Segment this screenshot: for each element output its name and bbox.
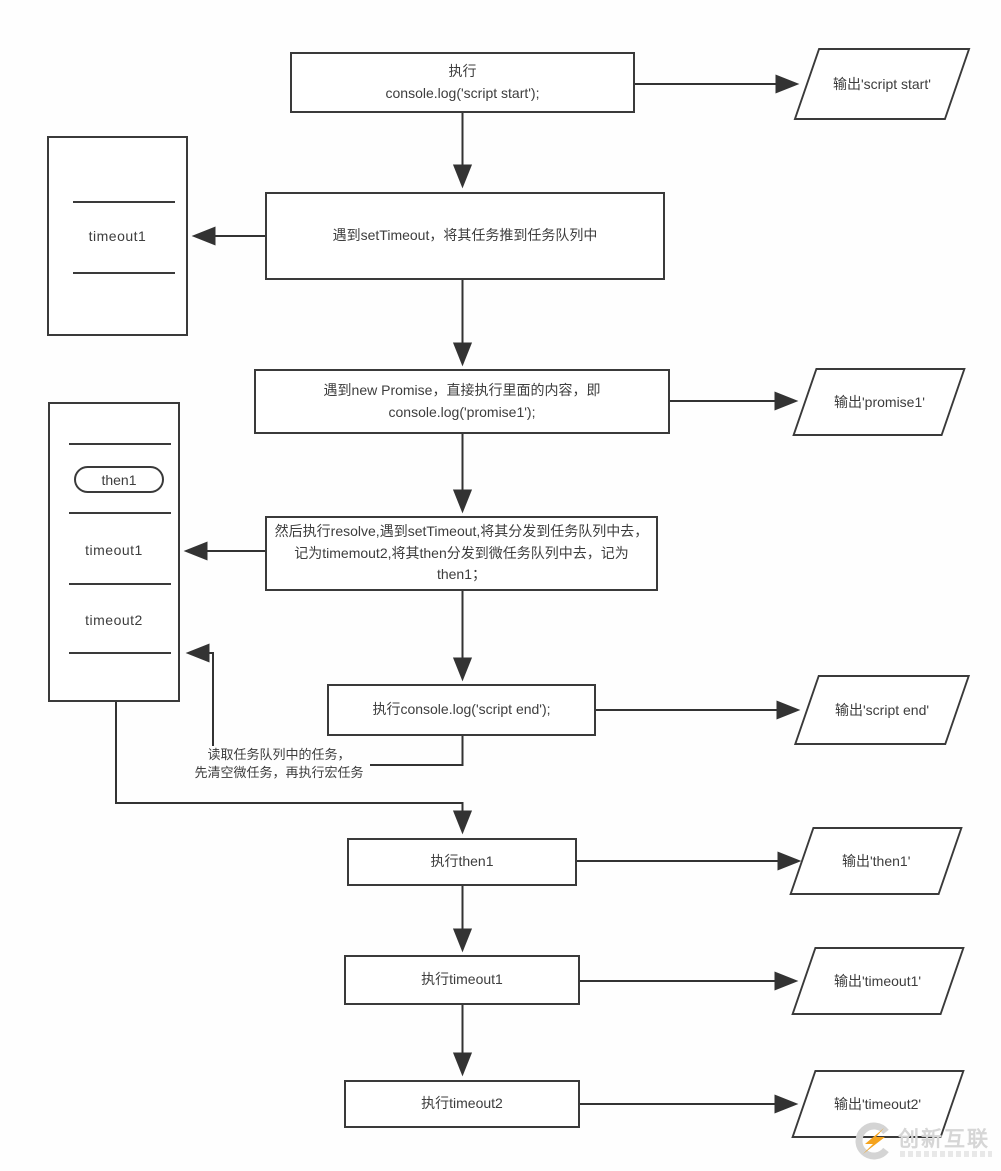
node-exec-script-end-label: 执行console.log('script end'); bbox=[372, 701, 551, 718]
output-script-end: 输出'script end' bbox=[793, 675, 971, 745]
task-queue-2: then1 timeout1 timeout2 bbox=[48, 402, 180, 702]
output-timeout1-label: 输出'timeout1' bbox=[834, 973, 922, 989]
node-exec-timeout2: 执行timeout2 bbox=[344, 1080, 580, 1128]
output-then1-label: 输出'then1' bbox=[841, 853, 911, 869]
queue-divider bbox=[69, 652, 171, 654]
queue-divider bbox=[69, 583, 171, 585]
queue-divider bbox=[73, 272, 175, 274]
output-script-start-label: 输出'script start' bbox=[833, 76, 931, 92]
output-then1: 输出'then1' bbox=[789, 827, 963, 895]
queue-divider bbox=[69, 512, 171, 514]
node-exec-timeout1-label: 执行timeout1 bbox=[421, 971, 503, 988]
queue2-item-timeout1: timeout1 bbox=[85, 542, 143, 558]
output-promise1: 输出'promise1' bbox=[792, 368, 966, 436]
node-meet-promise: 遇到new Promise，直接执行里面的内容，即 console.log('p… bbox=[254, 369, 670, 434]
node-exec-timeout1: 执行timeout1 bbox=[344, 955, 580, 1005]
brand-name: 创新互联 bbox=[898, 1128, 990, 1151]
node-meet-promise-line1: 遇到new Promise，直接执行里面的内容，即 bbox=[323, 381, 601, 398]
node-meet-promise-line2: console.log('promise1'); bbox=[388, 403, 536, 420]
queue-read-annotation: 读取任务队列中的任务， 先清空微任务，再执行宏任务 bbox=[188, 746, 370, 782]
node-exec-script-start: 执行 console.log('script start'); bbox=[290, 52, 635, 113]
node-exec-resolve-label: 然后执行resolve,遇到setTimeout,将其分发到任务队列中去，记为t… bbox=[274, 522, 649, 583]
brand-logo-icon bbox=[855, 1122, 889, 1160]
watermark: 创新互联 bbox=[854, 1119, 1000, 1169]
node-exec-then1-label: 执行then1 bbox=[430, 853, 494, 870]
node-exec-script-end: 执行console.log('script end'); bbox=[327, 684, 596, 736]
output-timeout2-label: 输出'timeout2' bbox=[834, 1096, 922, 1112]
node-exec-resolve: 然后执行resolve,遇到setTimeout,将其分发到任务队列中去，记为t… bbox=[265, 516, 658, 591]
node-exec-then1: 执行then1 bbox=[347, 838, 577, 886]
queue2-item-timeout2: timeout2 bbox=[85, 612, 143, 628]
output-timeout1: 输出'timeout1' bbox=[791, 947, 965, 1015]
node-exec-script-start-line1: 执行 bbox=[448, 62, 477, 79]
node-exec-timeout2-label: 执行timeout2 bbox=[421, 1095, 503, 1112]
node-meet-settimeout: 遇到setTimeout，将其任务推到任务队列中 bbox=[265, 192, 665, 280]
output-promise1-label: 输出'promise1' bbox=[833, 394, 925, 410]
queue2-microtask-then1: then1 bbox=[74, 466, 164, 493]
queue2-microtask-then1-label: then1 bbox=[101, 471, 137, 488]
output-script-start: 输出'script start' bbox=[793, 48, 971, 120]
queue-divider bbox=[73, 201, 175, 203]
brand-subtext-strip bbox=[900, 1151, 992, 1157]
queue-read-annotation-line1: 读取任务队列中的任务， bbox=[207, 747, 351, 762]
output-script-end-label: 输出'script end' bbox=[834, 702, 930, 718]
queue1-item-timeout1: timeout1 bbox=[88, 228, 147, 244]
task-queue-1: timeout1 bbox=[47, 136, 188, 336]
queue-read-annotation-line2: 先清空微任务，再执行宏任务 bbox=[194, 764, 364, 780]
queue-divider bbox=[69, 443, 171, 445]
node-exec-script-start-line2: console.log('script start'); bbox=[385, 84, 540, 101]
node-meet-settimeout-label: 遇到setTimeout，将其任务推到任务队列中 bbox=[332, 227, 598, 244]
